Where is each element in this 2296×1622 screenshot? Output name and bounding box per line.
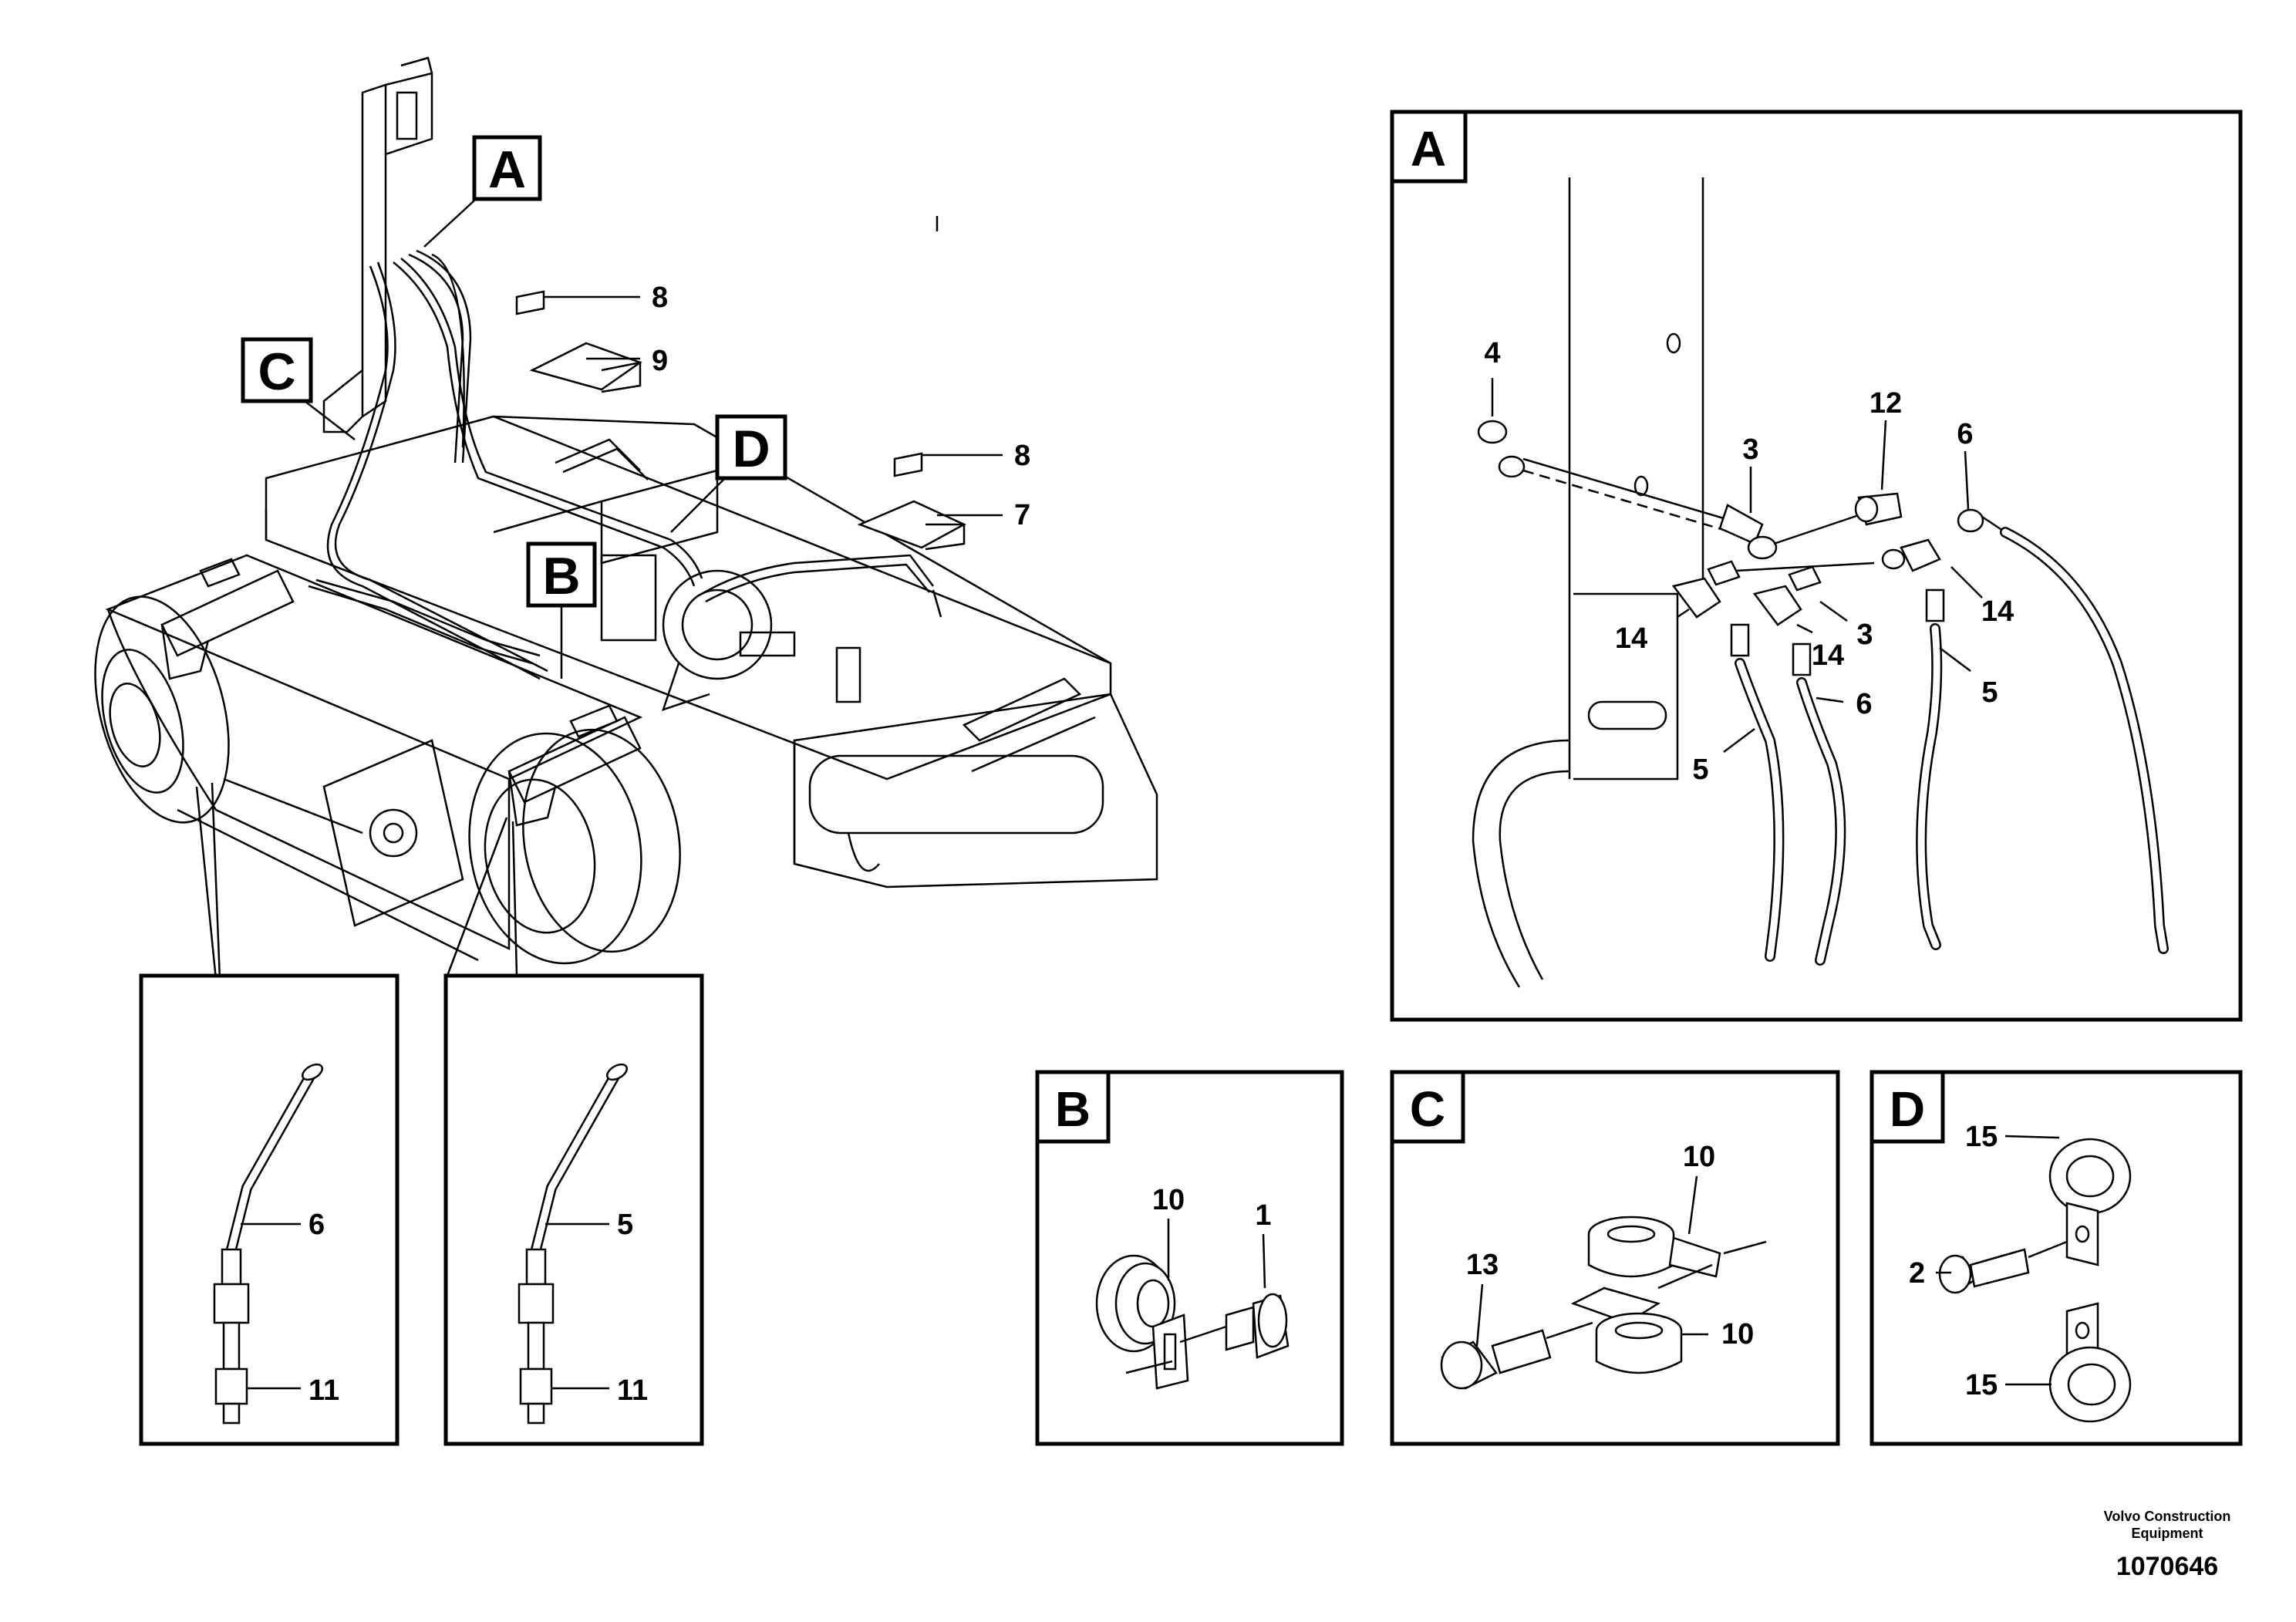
callout-c-13: 13 [1466,1249,1499,1281]
callout-a-3-lower: 3 [1856,619,1873,651]
tag-a-label: A [488,140,526,199]
callout-a-12: 12 [1870,387,1902,420]
callout-8-lower: 8 [1014,440,1030,472]
footer-brand: Volvo Construction Equipment [2082,1508,2252,1542]
callout-a-6-lower: 6 [1856,688,1872,720]
callout-a-5-right: 5 [1981,676,1998,709]
detail-right-hose: 5 11 [443,973,704,1446]
callout-6-left: 6 [308,1209,325,1241]
callout-a-14-left: 14 [1615,622,1647,655]
footer-brand-line1: Volvo Construction [2103,1509,2231,1524]
panel-b: B 10 1 [1035,1070,1344,1446]
panel-c: C 10 10 13 [1390,1070,1840,1446]
tag-c-label: C [258,342,295,401]
callout-d-2: 2 [1909,1257,1925,1290]
panel-c-letter: C [1410,1081,1445,1137]
callout-a-3-upper: 3 [1742,433,1758,466]
callout-a-14-right: 14 [1981,595,2014,628]
tag-b-label: B [542,547,580,605]
tag-d-label: D [732,420,770,478]
panel-d-letter: D [1890,1081,1925,1137]
callout-8-upper: 8 [652,282,668,314]
main-assembly: A C D B 8 9 8 7 [94,56,1158,1003]
callout-9: 9 [652,345,668,377]
callout-c-10-lower: 10 [1721,1318,1754,1351]
callout-11-right: 11 [617,1374,648,1407]
callout-a-6-upper: 6 [1957,418,1973,450]
callout-11-left: 11 [308,1374,339,1407]
callout-d-15-upper: 15 [1965,1121,1998,1153]
callout-b-1: 1 [1255,1199,1271,1232]
footer-brand-line2: Equipment [2131,1526,2203,1541]
callout-5-right: 5 [617,1209,633,1241]
panel-d: D 15 2 15 [1870,1070,2243,1446]
callout-a-5-left: 5 [1692,754,1708,786]
detail-left-hose: 6 11 [139,973,400,1446]
panel-b-letter: B [1055,1081,1091,1137]
callout-a-14-middle: 14 [1812,639,1844,672]
callout-a-4: 4 [1484,337,1500,369]
callout-c-10-upper: 10 [1683,1141,1715,1173]
drawing-number: 1070646 [2116,1552,2219,1581]
callout-7: 7 [1014,499,1030,531]
panel-a-letter: A [1411,121,1446,177]
panel-a: A [1390,110,2243,1022]
callout-d-15-lower: 15 [1965,1369,1998,1401]
callout-b-10: 10 [1152,1184,1185,1216]
